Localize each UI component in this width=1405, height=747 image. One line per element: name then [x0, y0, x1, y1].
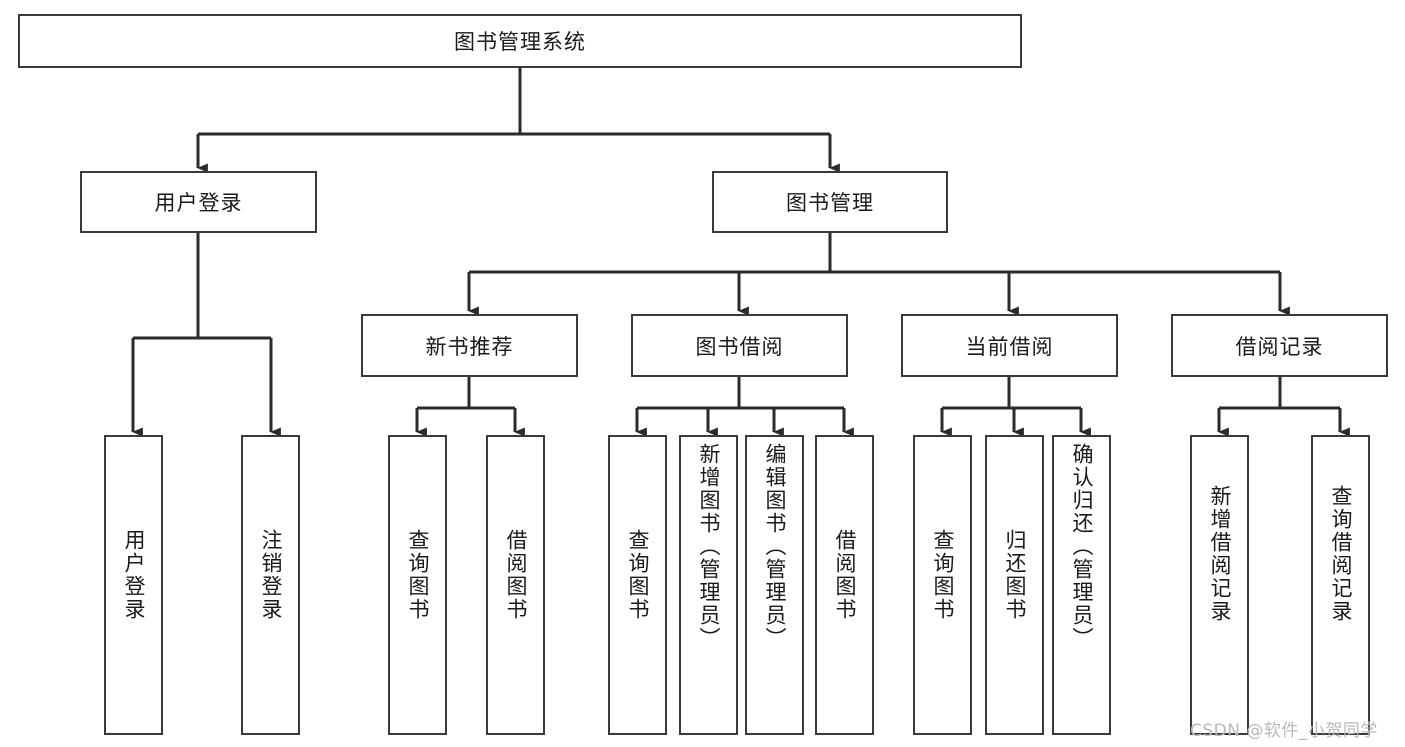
node-label: 新增借阅记录 [1207, 485, 1232, 623]
csdn-watermark: CSDN @软件_小贺同学 [1190, 721, 1378, 741]
node-label: 借阅记录 [1235, 334, 1324, 359]
node-label: 新书推荐 [425, 334, 514, 359]
leaf-query-book-borrow[interactable]: 查询图书 [608, 435, 667, 735]
leaf-query-borrow-record[interactable]: 查询借阅记录 [1311, 435, 1370, 735]
node-label: 当前借阅 [965, 334, 1054, 359]
node-current-borrow[interactable]: 当前借阅 [901, 314, 1118, 377]
node-root-system[interactable]: 图书管理系统 [18, 14, 1022, 68]
leaf-query-book-recommend[interactable]: 查询图书 [388, 435, 447, 735]
leaf-edit-book-admin[interactable]: 编辑图书（管理员） [745, 435, 804, 735]
node-label: 用户登录 [121, 529, 146, 621]
leaf-logout[interactable]: 注销登录 [241, 435, 300, 735]
node-label: 查询图书 [405, 529, 430, 621]
node-book-manage[interactable]: 图书管理 [712, 171, 948, 233]
node-user-login[interactable]: 用户登录 [80, 171, 317, 233]
node-label: 借阅图书 [503, 529, 528, 621]
leaf-query-book-current[interactable]: 查询图书 [913, 435, 972, 735]
node-label: 查询图书 [930, 529, 955, 621]
node-new-book-recommend[interactable]: 新书推荐 [361, 314, 578, 377]
node-label: 注销登录 [258, 529, 283, 621]
node-label: 查询借阅记录 [1328, 485, 1353, 623]
leaf-add-borrow-record[interactable]: 新增借阅记录 [1190, 435, 1249, 735]
node-borrow-record[interactable]: 借阅记录 [1171, 314, 1388, 377]
node-label: 借阅图书 [832, 529, 857, 621]
leaf-return-book[interactable]: 归还图书 [985, 435, 1044, 735]
node-book-borrow[interactable]: 图书借阅 [631, 314, 848, 377]
node-label: 用户登录 [154, 191, 243, 215]
node-label: 图书管理系统 [454, 30, 586, 54]
leaf-user-login[interactable]: 用户登录 [104, 435, 163, 735]
node-label: 新增图书（管理员） [696, 443, 721, 650]
leaf-borrow-book-recommend[interactable]: 借阅图书 [486, 435, 545, 735]
node-label: 归还图书 [1002, 529, 1027, 621]
node-label: 编辑图书（管理员） [762, 443, 787, 650]
node-label: 查询图书 [625, 529, 650, 621]
node-label: 图书管理 [786, 191, 874, 215]
leaf-borrow-book[interactable]: 借阅图书 [815, 435, 874, 735]
node-label: 图书借阅 [695, 334, 784, 359]
node-label: 确认归还（管理员） [1069, 443, 1094, 650]
leaf-confirm-return-admin[interactable]: 确认归还（管理员） [1052, 435, 1111, 735]
leaf-add-book-admin[interactable]: 新增图书（管理员） [679, 435, 738, 735]
